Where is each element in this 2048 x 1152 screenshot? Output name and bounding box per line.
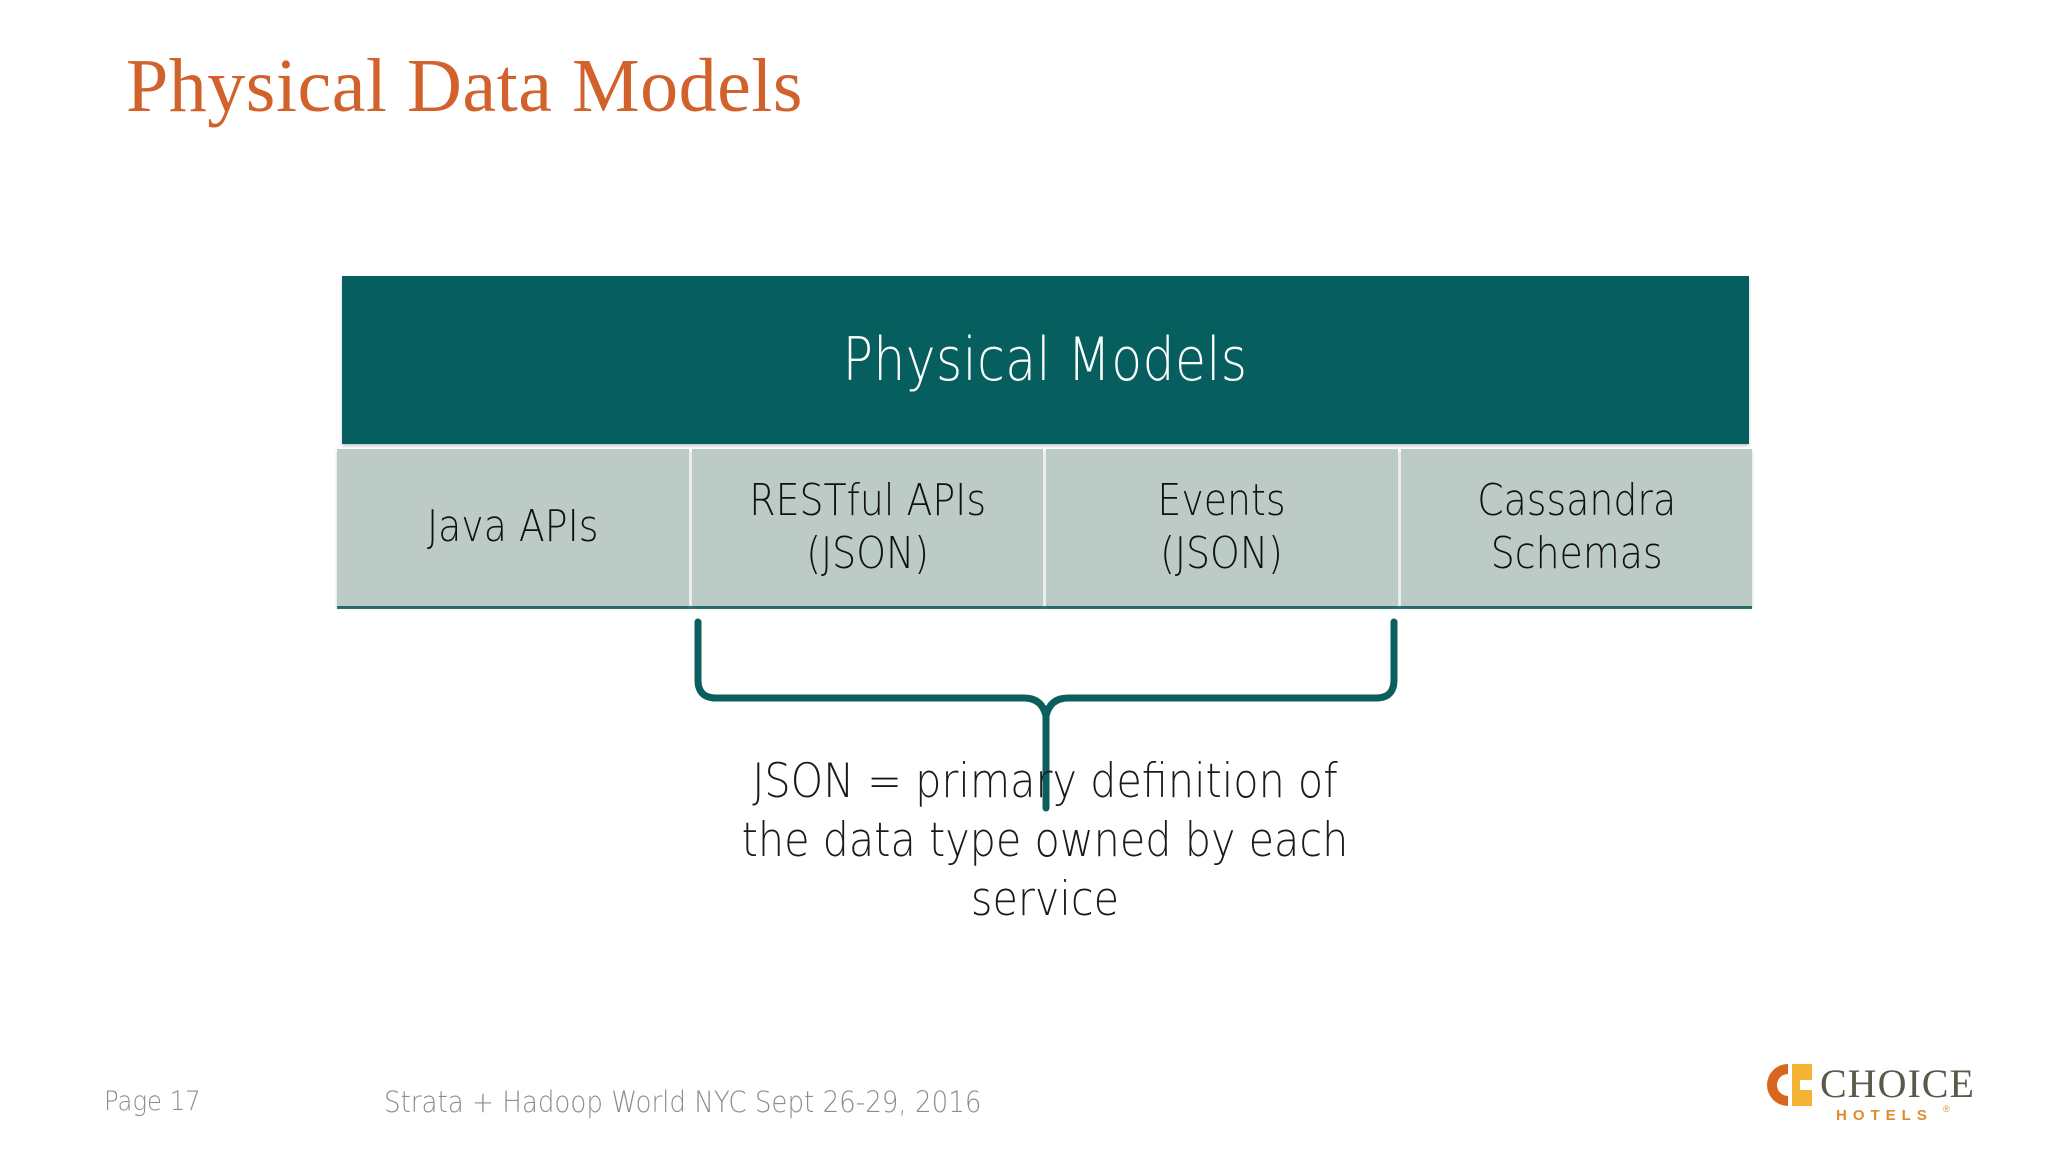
diagram-column-events: Events (JSON) [1046, 449, 1398, 606]
footer-page-number: Page 17 [104, 1086, 201, 1117]
physical-models-diagram: Physical Models Java APIs RESTful APIs (… [337, 276, 1752, 611]
diagram-column-cassandra-schemas: Cassandra Schemas [1400, 449, 1752, 606]
diagram-column-restful-apis: RESTful APIs (JSON) [691, 449, 1043, 606]
diagram-column-label: Cassandra Schemas [1476, 474, 1676, 579]
brace-caption: JSON = primary definition of the data ty… [741, 754, 1349, 928]
diagram-column-java-apis: Java APIs [337, 449, 689, 606]
choice-hotels-logo: CHOICE HOTELS ® [1762, 1060, 1974, 1130]
page-title: Physical Data Models [126, 44, 804, 128]
diagram-column-label: RESTful APIs (JSON) [748, 474, 986, 579]
logo-subwordmark: HOTELS [1836, 1107, 1933, 1124]
choice-hotels-mark-icon [1767, 1064, 1812, 1106]
diagram-column-label: Events (JSON) [1157, 474, 1286, 579]
logo-trademark-symbol: ® [1943, 1104, 1950, 1114]
footer-event-name: Strata + Hadoop World NYC Sept 26-29, 20… [384, 1085, 982, 1119]
diagram-header-physical-models: Physical Models [342, 276, 1749, 444]
logo-wordmark: CHOICE [1820, 1061, 1975, 1106]
diagram-header-label: Physical Models [843, 325, 1248, 395]
curly-brace-icon [686, 618, 1406, 813]
diagram-column-label: Java APIs [426, 501, 599, 553]
diagram-column-row: Java APIs RESTful APIs (JSON) Events (JS… [337, 449, 1752, 609]
